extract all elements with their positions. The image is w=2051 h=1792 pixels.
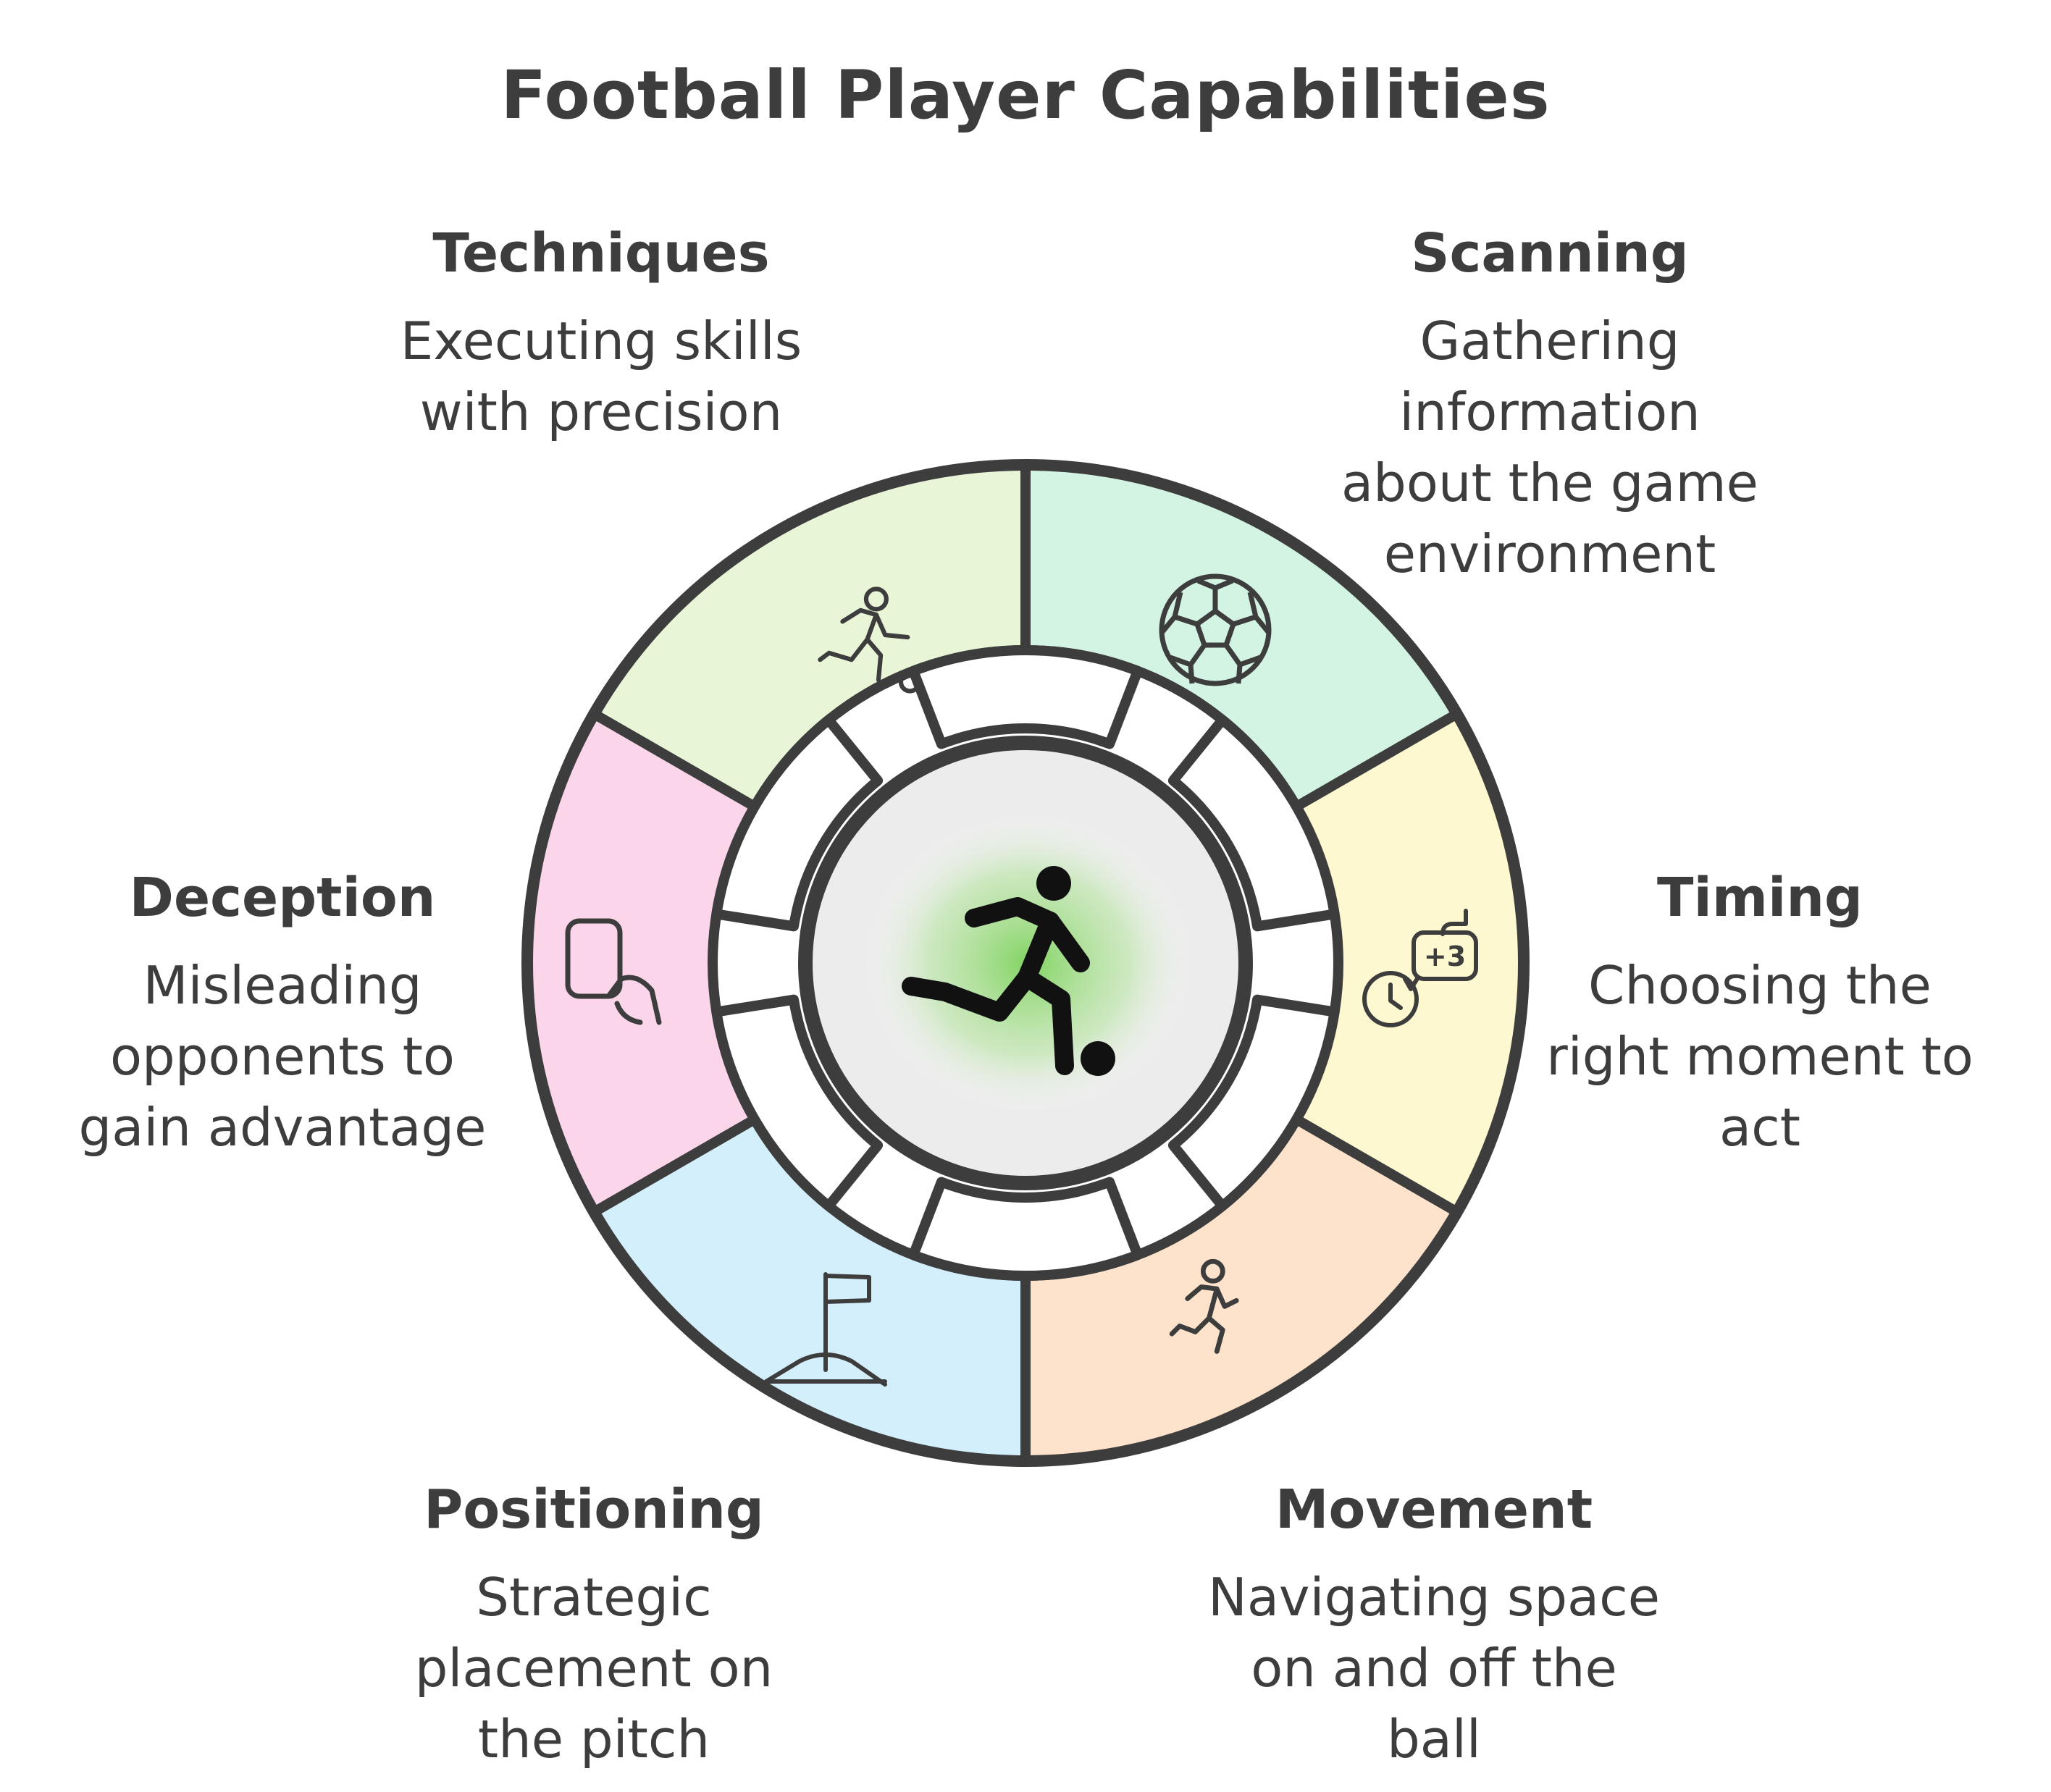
description-movement: Navigating space on and off the ball xyxy=(1207,1567,1661,1770)
hand-tap-icon xyxy=(565,918,662,1025)
description-timing: Choosing the right moment to act xyxy=(1546,955,1974,1158)
inner-ring-block xyxy=(908,645,1143,749)
inner-ring-layer xyxy=(711,645,1340,1281)
soccer-ball-icon xyxy=(1159,573,1272,686)
footballer-kicking-ball-icon xyxy=(902,866,1115,1076)
corner-flag-icon xyxy=(764,1272,887,1387)
label-scanning: Scanning Gathering information about the… xyxy=(1246,217,1854,589)
description-scanning: Gathering information about the game env… xyxy=(1341,311,1758,584)
clock-plus-three-icon xyxy=(1362,909,1478,1027)
label-techniques: Techniques Executing skills with precisi… xyxy=(297,217,905,447)
heading-deception: Deception xyxy=(129,867,436,929)
inner-ring-block xyxy=(711,715,884,932)
label-movement: Movement Navigating space on and off the… xyxy=(1130,1473,1738,1775)
inner-ring-block xyxy=(908,1177,1143,1281)
plus-three-label: +3 xyxy=(1424,941,1466,972)
diagram-title: Football Player Capabilities xyxy=(500,56,1551,134)
description-deception: Misleading opponents to gain advantage xyxy=(78,955,487,1158)
heading-techniques: Techniques xyxy=(432,222,770,285)
inner-ring-block xyxy=(1167,994,1340,1211)
label-deception: Deception Misleading opponents to gain a… xyxy=(14,862,550,1163)
wheel-outer-rim xyxy=(521,459,1530,1467)
segments-layer xyxy=(521,459,1530,1467)
running-player-icon xyxy=(1169,1258,1239,1354)
description-positioning: Strategic placement on the pitch xyxy=(414,1567,773,1770)
heading-timing: Timing xyxy=(1657,867,1863,929)
description-techniques: Executing skills with precision xyxy=(400,311,802,442)
kicking-player-icon xyxy=(818,586,921,694)
label-positioning: Positioning Strategic placement on the p… xyxy=(290,1473,898,1775)
heading-movement: Movement xyxy=(1275,1478,1593,1541)
heading-positioning: Positioning xyxy=(424,1478,764,1541)
heading-scanning: Scanning xyxy=(1411,222,1689,285)
label-timing: Timing Choosing the right moment to act xyxy=(1477,862,2042,1163)
inner-ring-block xyxy=(1167,715,1340,932)
inner-ring-block xyxy=(711,994,884,1211)
